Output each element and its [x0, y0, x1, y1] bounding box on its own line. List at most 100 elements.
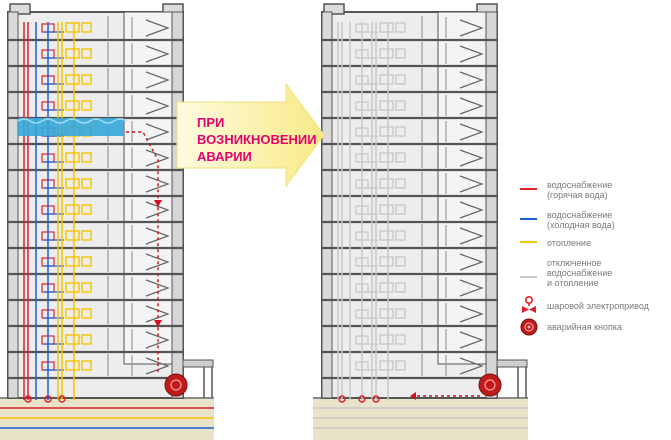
radiator [395, 256, 406, 267]
roof-parapet-left [9, 3, 31, 15]
legend-cold-water-line-1: водоснабжение [547, 210, 613, 220]
disabled-line-swatch [520, 276, 537, 278]
cold-water-line-swatch [520, 218, 537, 220]
radiator [81, 74, 92, 85]
radiator [379, 360, 394, 371]
legend-cold-water-line-2: (холодная вода) [547, 220, 615, 230]
roof-parapet-left [323, 3, 345, 15]
ball-valve-actuator-icon [44, 395, 52, 403]
radiator [395, 48, 406, 59]
radiator [395, 334, 406, 345]
ball-valve-actuator-icon [372, 395, 380, 403]
stair-flight [145, 19, 170, 37]
signal-arrowhead [410, 392, 416, 400]
radiator [379, 74, 394, 85]
stair-flight [145, 175, 170, 193]
radiator [65, 204, 80, 215]
stair-flight [145, 149, 170, 167]
radiator [65, 256, 80, 267]
radiator [395, 230, 406, 241]
radiator [65, 230, 80, 241]
legend-button-text: аварийная кнопка [547, 322, 623, 332]
stair-flight [459, 357, 484, 375]
signal-arrowhead [154, 200, 162, 207]
caption-line-3: АВАРИИ [197, 149, 252, 164]
radiator [395, 178, 406, 189]
heating-line-swatch [520, 241, 537, 243]
signal-arrowhead [154, 320, 162, 327]
stair-flight [459, 227, 484, 245]
hot-water-line-swatch [520, 188, 537, 190]
stair-flight [459, 149, 484, 167]
radiator [65, 152, 80, 163]
stair-flight [145, 227, 170, 245]
stair-flight [459, 201, 484, 219]
stair-flight [459, 45, 484, 63]
right-facade [171, 11, 184, 399]
radiator [65, 74, 80, 85]
stair-shaft [123, 11, 173, 365]
stair-flight [459, 97, 484, 115]
radiator [81, 256, 92, 267]
stair-flight [145, 45, 170, 63]
stair-flight [459, 175, 484, 193]
ball-valve-actuator-icon [522, 296, 536, 313]
radiator [395, 308, 406, 319]
radiator [395, 126, 406, 137]
radiator [379, 282, 394, 293]
legend-hot-water-line-1: водоснабжение [547, 180, 613, 190]
transition-arrow [176, 82, 325, 188]
stair-flight [145, 357, 170, 375]
legend-hot-water-line-2: (горячая вода) [547, 190, 608, 200]
emergency-button-ring [484, 379, 496, 391]
radiator [81, 360, 92, 371]
radiator [65, 282, 80, 293]
stair-flight [145, 201, 170, 219]
stair-flight [145, 71, 170, 89]
stair-flight [459, 71, 484, 89]
radiator [81, 48, 92, 59]
radiator [379, 126, 394, 137]
radiator [81, 334, 92, 345]
stair-flight [145, 305, 170, 323]
right-facade [485, 11, 498, 399]
entrance-canopy [496, 359, 528, 368]
emergency-button-icon [478, 373, 502, 397]
building-after-accident [313, 3, 528, 440]
radiator [379, 152, 394, 163]
alarm-signal-path [126, 131, 159, 372]
stair-flight [459, 123, 484, 141]
legend-disabled-line-2: водоснабжение [547, 268, 613, 278]
stair-flight [145, 97, 170, 115]
radiator [395, 74, 406, 85]
entrance-canopy [182, 359, 214, 368]
radiator [81, 282, 92, 293]
stair-flight [459, 331, 484, 349]
legend-disabled-line-3: и отопление [547, 278, 599, 288]
caption-line-2: ВОЗНИКНОВЕНИИ [197, 132, 317, 147]
stair-flight [145, 279, 170, 297]
stair-shaft [437, 11, 487, 365]
radiator [379, 178, 394, 189]
ball-valve-actuator-icon [358, 395, 366, 403]
legend-disabled-line-1: отключенное [547, 258, 602, 268]
radiator [81, 308, 92, 319]
radiator [379, 334, 394, 345]
radiator [379, 308, 394, 319]
radiator [379, 256, 394, 267]
left-wall [321, 11, 333, 399]
radiator [395, 360, 406, 371]
radiator [379, 100, 394, 111]
radiator [65, 22, 80, 33]
emergency-button-icon [164, 373, 188, 397]
ball-valve-actuator-icon [58, 395, 66, 403]
radiator [81, 22, 92, 33]
flood-wave [17, 118, 127, 124]
stair-flight [145, 253, 170, 271]
stair-flight [145, 123, 170, 141]
radiator [81, 178, 92, 189]
radiator [81, 152, 92, 163]
stair-flight [459, 253, 484, 271]
building-before-accident [0, 3, 214, 440]
